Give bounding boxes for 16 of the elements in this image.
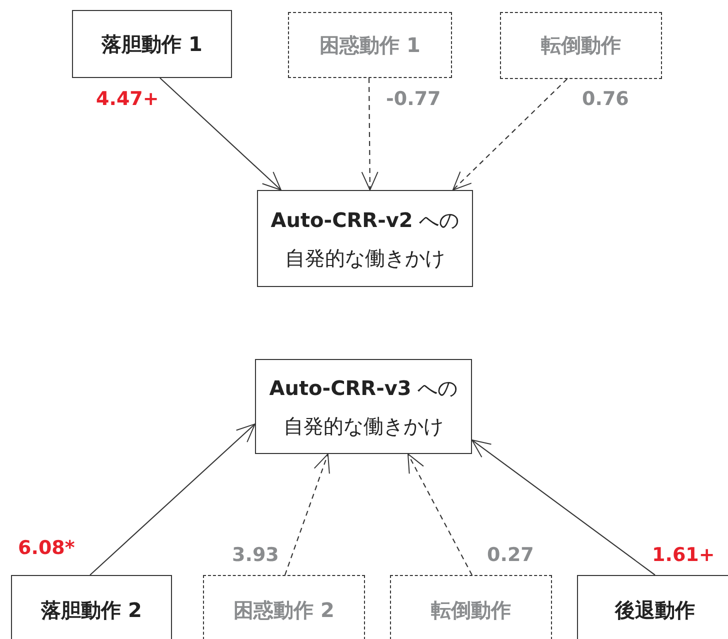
- factor-box: 転倒動作: [390, 575, 552, 639]
- factor-box: 後退動作: [577, 575, 728, 639]
- factor-box: 転倒動作: [500, 12, 662, 79]
- arrow: [361, 78, 378, 190]
- outcome-box: Auto-CRR-v2 への自発的な働きかけ: [257, 190, 473, 287]
- factor-box: 落胆動作 1: [72, 10, 232, 78]
- arrow: [452, 78, 568, 190]
- arrow: [407, 454, 472, 576]
- outcome-box: Auto-CRR-v3 への自発的な働きかけ: [255, 359, 472, 454]
- arrow: [472, 440, 656, 576]
- arrow: [284, 454, 330, 576]
- arrow: [90, 423, 256, 576]
- factor-box: 困惑動作 2: [203, 575, 365, 639]
- arrow: [160, 78, 282, 190]
- factor-box: 困惑動作 1: [288, 12, 452, 78]
- factor-box: 落胆動作 2: [11, 575, 172, 639]
